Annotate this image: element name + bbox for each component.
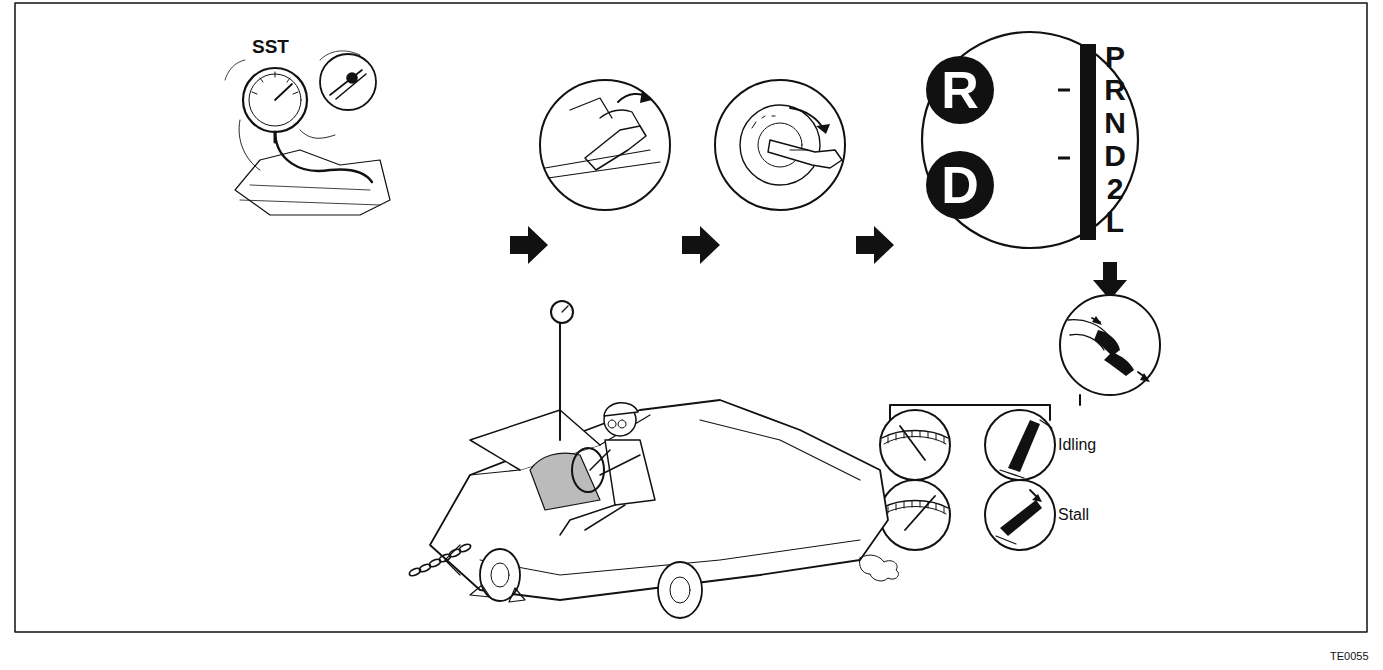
parking-brake-illustration — [540, 80, 670, 210]
pedal-idling — [985, 410, 1055, 480]
tachometer-stall — [880, 480, 950, 550]
gear-position-badge: R — [925, 55, 995, 125]
tachometer-idling — [880, 410, 950, 480]
gear-position-badge: D — [925, 150, 995, 220]
feet-illustration — [1060, 295, 1160, 395]
frame — [15, 3, 1367, 632]
figure-code: TE0055 — [1330, 650, 1369, 662]
pedal-stall — [985, 480, 1055, 550]
car-illustration — [408, 301, 898, 618]
state-label: Stall — [1058, 506, 1089, 524]
state-label: Idling — [1058, 436, 1096, 454]
selector-magnifier: P R N D 2 L RD — [920, 30, 1140, 250]
pressure-gauge-illustration — [225, 51, 390, 215]
gear-letter: D — [925, 150, 995, 220]
tool-label: SST — [252, 36, 289, 58]
ignition-key-illustration — [715, 80, 845, 210]
shift-pattern: P R N D 2 L — [1100, 40, 1130, 238]
gear-letter: R — [925, 55, 995, 125]
